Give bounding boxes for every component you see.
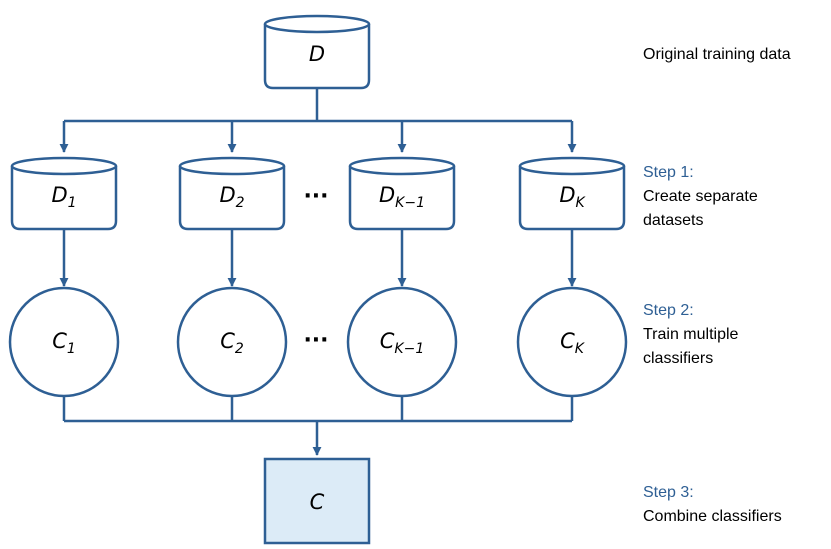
classifier-node-2: C2 <box>176 286 288 398</box>
classifier-node-1: C1 <box>8 286 120 398</box>
connectors <box>59 88 577 456</box>
step2-line2: classifiers <box>643 350 713 367</box>
combined-classifier-label: C <box>310 490 325 514</box>
dataset-cylinder-1: D1 <box>10 156 118 231</box>
classifier-node-k: CK <box>516 286 628 398</box>
dataset-2-label: D2 <box>219 183 244 211</box>
classifier-1-circle <box>8 286 120 398</box>
dataset-ellipsis: ··· <box>303 184 328 209</box>
classifier-k-label: CK <box>560 329 586 357</box>
classifier-k-minus-1-circle <box>346 286 458 398</box>
step2-title: Step 2: <box>643 302 694 319</box>
dataset-cylinder-k: DK <box>518 156 626 231</box>
classifier-k-minus-1-label: CK−1 <box>380 329 425 357</box>
original-data-annotation: Original training data <box>643 46 791 63</box>
step1-title: Step 1: <box>643 164 694 181</box>
original-cylinder-body <box>263 24 371 90</box>
classifier-k-circle <box>516 286 628 398</box>
original-cylinder-top <box>263 14 371 34</box>
dataset-1-label: D1 <box>51 183 76 211</box>
classifier-ellipsis: ··· <box>303 328 328 353</box>
step2-line1: Train multiple <box>643 326 739 343</box>
step1-line1: Create separate <box>643 188 758 205</box>
original-data-label: D <box>309 42 325 66</box>
dataset-1-cylinder-body <box>10 166 118 231</box>
dataset-1-cylinder-top <box>10 156 118 176</box>
classifier-node-k-minus-1: CK−1 <box>346 286 458 398</box>
dataset-cylinder-k-minus-1: DK−1 <box>348 156 456 231</box>
combined-classifier-box <box>263 457 371 545</box>
dataset-k-minus-1-cylinder-top <box>348 156 456 176</box>
step1-line2: datasets <box>643 212 703 229</box>
combined-classifier-node: C <box>263 457 371 545</box>
step3-line1: Combine classifiers <box>643 508 782 525</box>
dataset-2-cylinder-top <box>178 156 286 176</box>
dataset-k-cylinder-top <box>518 156 626 176</box>
dataset-k-minus-1-label: DK−1 <box>379 183 425 211</box>
dataset-2-cylinder-body <box>178 166 286 231</box>
dataset-k-minus-1-cylinder-body <box>348 166 456 231</box>
classifier-2-circle <box>176 286 288 398</box>
dataset-cylinder-2: D2 <box>178 156 286 231</box>
dataset-k-label: DK <box>559 183 586 211</box>
annotations: Original training data Step 1: Create se… <box>643 46 791 525</box>
classifier-1-label: C1 <box>52 329 76 357</box>
dataset-k-cylinder-body <box>518 166 626 231</box>
original-data-cylinder: D <box>263 14 371 90</box>
step3-title: Step 3: <box>643 484 694 501</box>
classifier-2-label: C2 <box>220 329 244 357</box>
